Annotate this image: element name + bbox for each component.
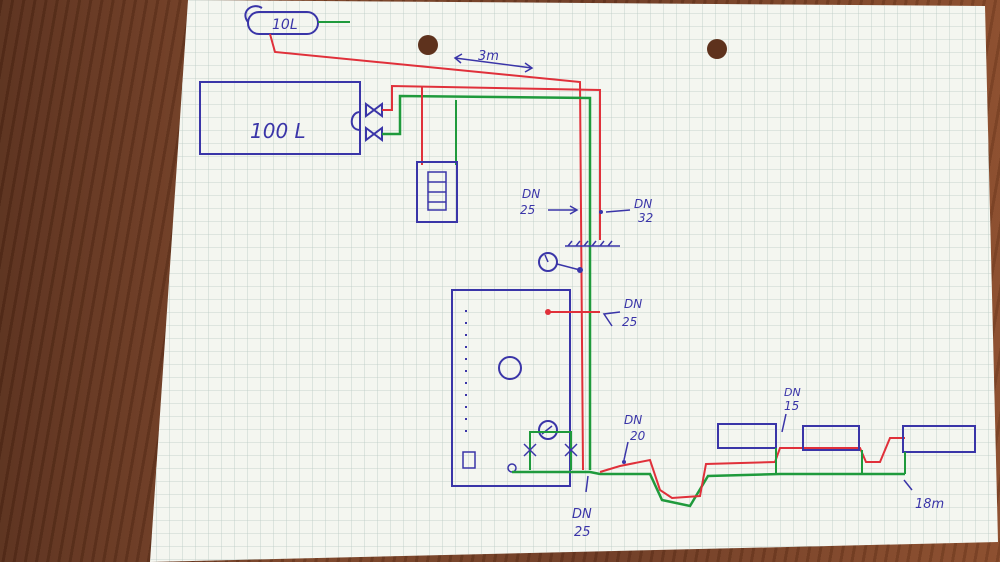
radiator-1 xyxy=(717,423,777,474)
heater-element xyxy=(416,86,458,223)
svg-text:DN: DN xyxy=(624,413,642,427)
supply-pipe-tank xyxy=(382,84,601,240)
pipe-size-dn32: DN 32 xyxy=(599,197,653,225)
radiator-3 xyxy=(902,425,976,474)
svg-text:25: 25 xyxy=(574,525,591,540)
pipe-size-dn15: DN 15 xyxy=(781,386,801,433)
paper-grid xyxy=(150,0,998,562)
wall-hatching xyxy=(565,240,620,247)
dimension-3m: 3m xyxy=(453,49,534,73)
pipe-length-18m: 18m xyxy=(903,479,944,512)
label-100l: 100 L xyxy=(250,119,306,143)
svg-text:32: 32 xyxy=(638,211,653,225)
buffer-tank-100l: 100 L xyxy=(199,81,383,155)
svg-text:DN: DN xyxy=(522,187,540,201)
svg-text:DN: DN xyxy=(634,197,652,211)
svg-text:20: 20 xyxy=(630,429,646,443)
pump-group xyxy=(507,420,578,473)
valve-icon xyxy=(365,126,383,142)
pipe-size-dn25-bottom: DN 25 xyxy=(572,475,592,540)
label-10l: 10L xyxy=(272,17,298,33)
radiator-2 xyxy=(802,425,863,474)
pump-icon xyxy=(538,420,558,440)
svg-text:DN: DN xyxy=(624,297,642,311)
supply-pipe-expansion xyxy=(269,33,584,471)
expansion-vessel-10l: 10L xyxy=(244,5,350,35)
svg-text:25: 25 xyxy=(520,203,535,217)
label-3m: 3m xyxy=(478,49,499,64)
svg-text:DN: DN xyxy=(784,386,801,399)
punch-hole xyxy=(707,39,727,59)
valve-icon xyxy=(365,102,383,118)
punch-hole xyxy=(418,35,438,55)
svg-text:DN: DN xyxy=(572,507,592,522)
valve-icon xyxy=(523,443,537,457)
pipe-size-dn25-mid: DN 25 xyxy=(602,297,642,329)
pressure-gauge-icon xyxy=(538,252,583,273)
return-main-bottom xyxy=(512,470,905,508)
pipe-size-dn20: DN 20 xyxy=(622,413,646,464)
valve-icon xyxy=(564,443,578,457)
svg-text:15: 15 xyxy=(784,399,799,413)
svg-text:18m: 18m xyxy=(915,497,944,512)
boiler-unit xyxy=(451,289,571,487)
pipe-size-dn25-top: DN 25 xyxy=(520,187,579,217)
return-pipe-tank xyxy=(382,94,592,470)
svg-text:25: 25 xyxy=(622,315,637,329)
